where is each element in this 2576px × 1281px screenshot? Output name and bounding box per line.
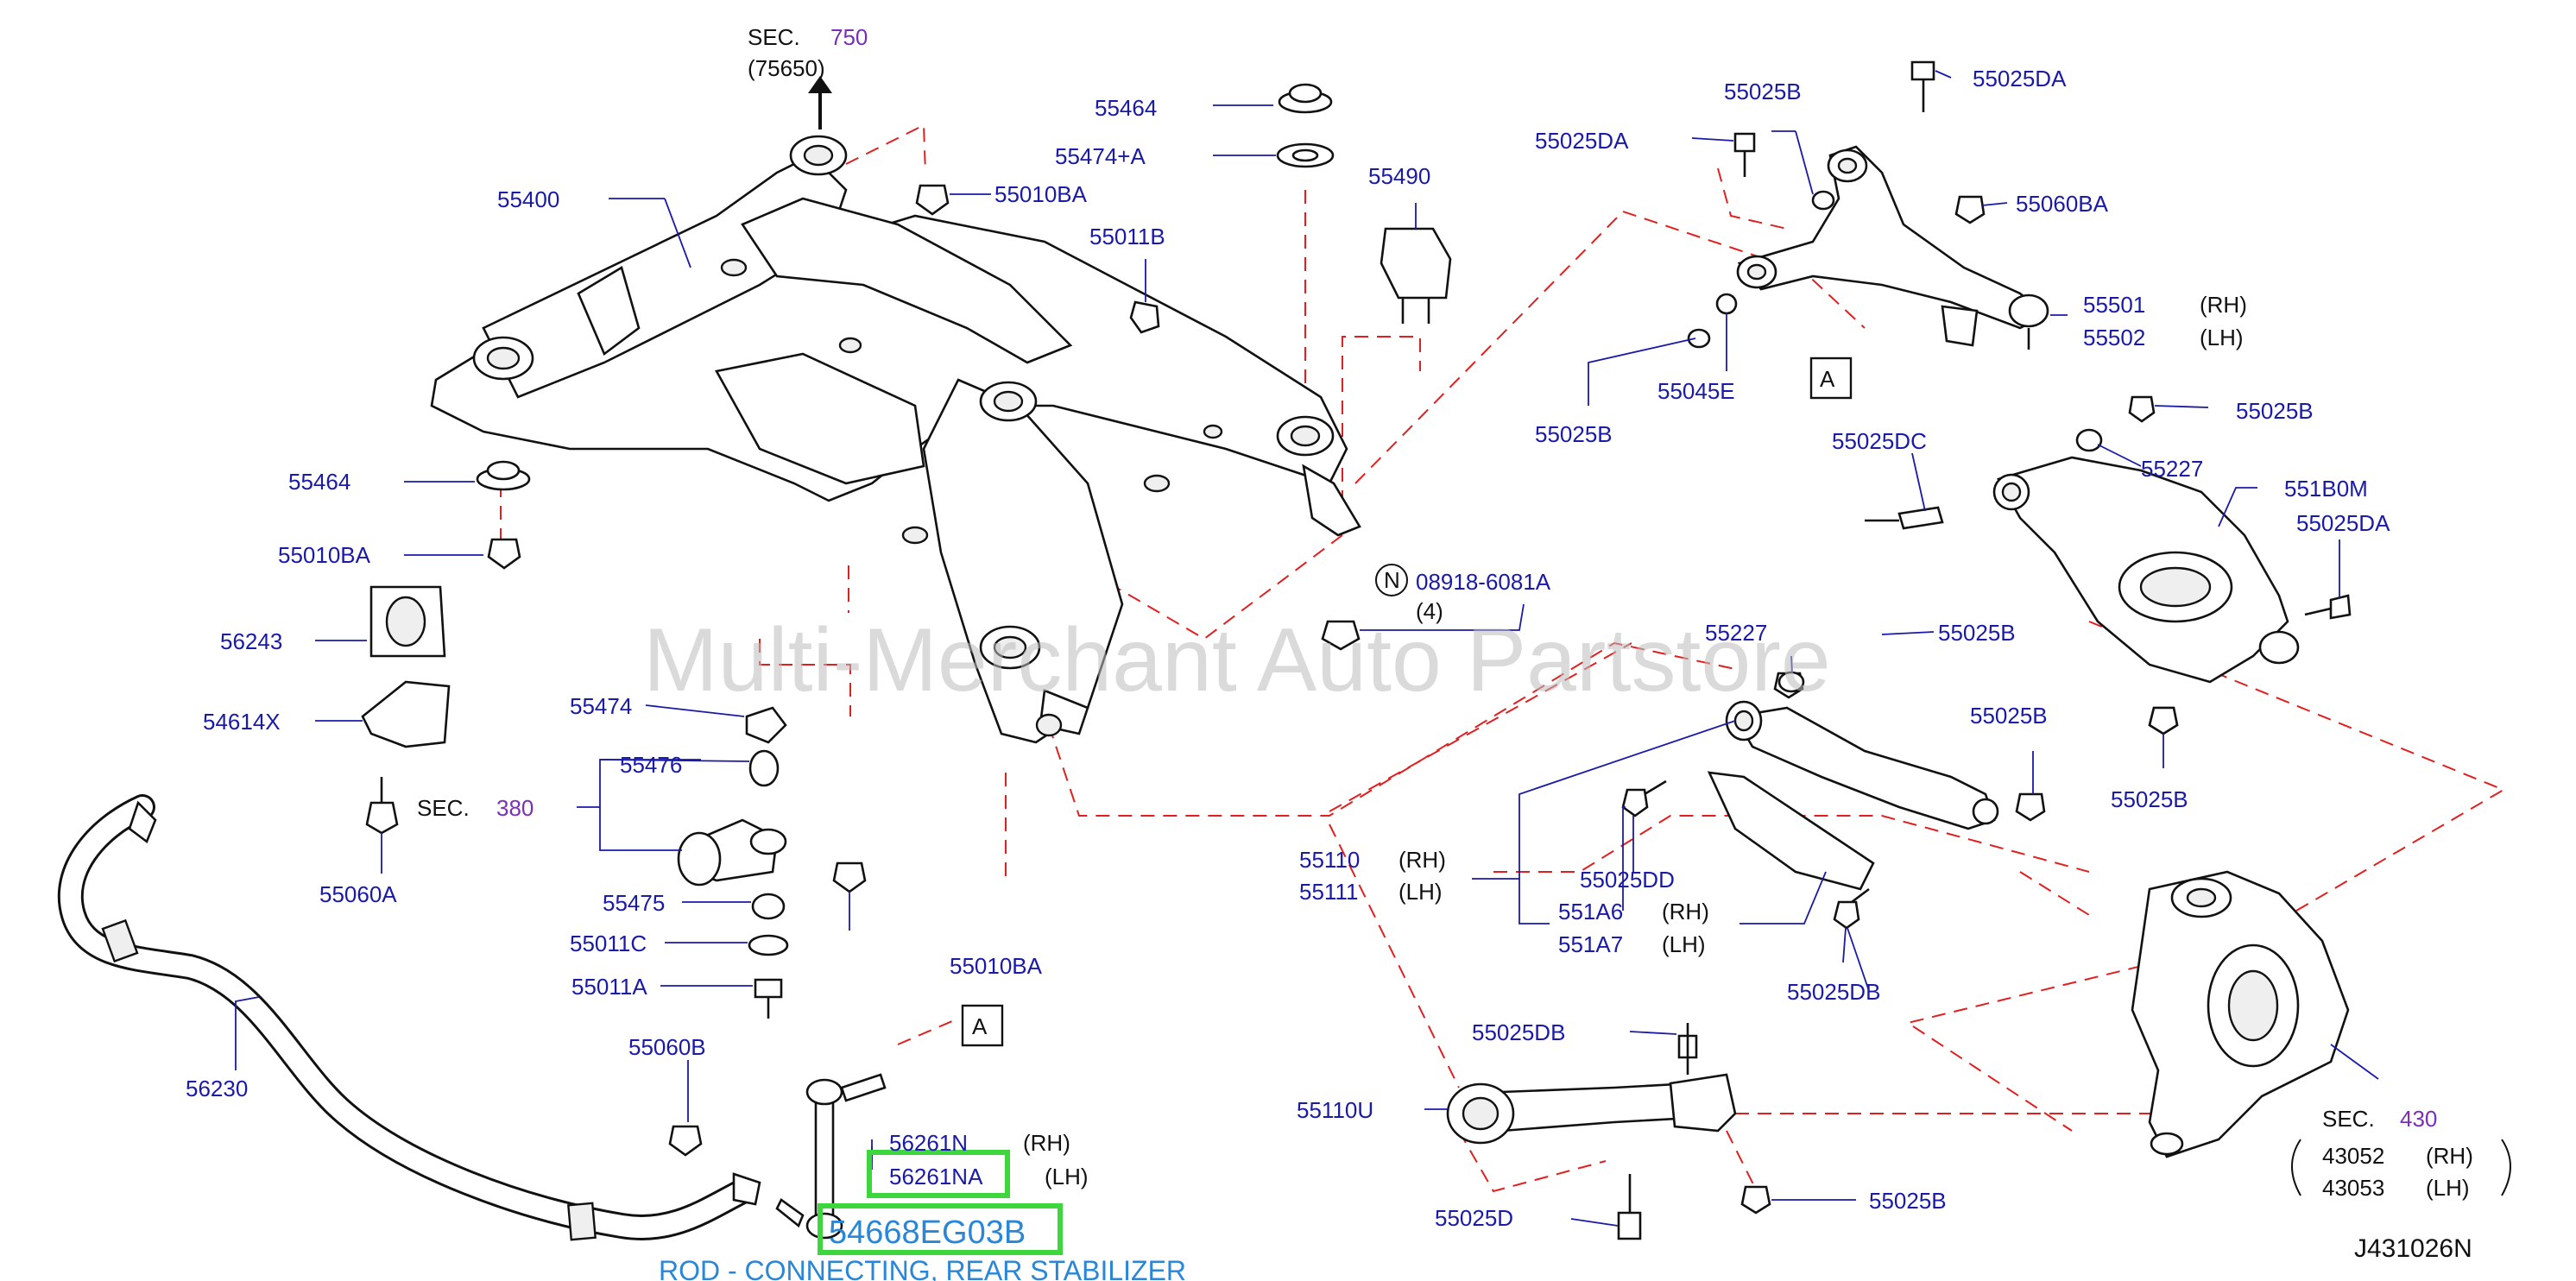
part-55025da-right[interactable]: 55025DA — [2296, 510, 2390, 536]
part-55025b-upper1[interactable]: 55025B — [1724, 79, 1802, 104]
part-55011a[interactable]: 55011A — [571, 974, 647, 1000]
highlight-box-54668eg03b[interactable] — [818, 1203, 1063, 1255]
part-55010ba-left[interactable]: 55010BA — [278, 542, 371, 568]
lower-link-55110 — [1621, 671, 2179, 930]
part-56261na[interactable]: 56261NA — [889, 1164, 983, 1190]
side-rh-551a6: (RH) — [1662, 899, 1709, 924]
part-55025b-bottom[interactable]: 55025B — [1869, 1188, 1947, 1214]
part-56243[interactable]: 56243 — [220, 628, 282, 654]
upper-link — [1687, 60, 2049, 350]
part-43053[interactable]: 43053 — [2322, 1175, 2384, 1201]
highlight-box-56261na — [867, 1150, 1010, 1198]
callout-box-a-right — [1809, 357, 1853, 400]
part-55011b[interactable]: 55011B — [1089, 224, 1165, 249]
part-55025dd[interactable]: 55025DD — [1580, 867, 1675, 893]
callout-box-a-left — [961, 1004, 1004, 1047]
bracket-left — [2291, 1139, 2301, 1196]
part-54668eg03b[interactable]: 54668EG03B — [829, 1215, 1026, 1251]
part-55025da-left[interactable]: 55025DA — [1535, 128, 1629, 154]
rear-axle-housing — [2131, 870, 2350, 1158]
part-55060ba[interactable]: 55060BA — [2016, 191, 2109, 217]
side-lh-43053: (LH) — [2426, 1175, 2470, 1201]
part-55060a[interactable]: 55060A — [319, 881, 397, 907]
part-55010ba-bottom[interactable]: 55010BA — [950, 953, 1043, 979]
part-55111[interactable]: 55111 — [1299, 879, 1358, 905]
part-55501[interactable]: 55501 — [2083, 292, 2145, 318]
part-55025b-mid1[interactable]: 55025B — [1938, 620, 2016, 646]
side-rh-55501: (RH) — [2200, 292, 2247, 318]
side-rh-56261n: (RH) — [1023, 1130, 1070, 1156]
part-55502[interactable]: 55502 — [2083, 325, 2145, 350]
part-56261n[interactable]: 56261N — [889, 1130, 968, 1156]
part-55227-upper[interactable]: 55227 — [2141, 456, 2203, 482]
side-rh-55110: (RH) — [1398, 847, 1446, 873]
part-55464-left[interactable]: 55464 — [288, 469, 350, 495]
part-labels: SEC. 750 (75650) 55400 55464 55474+A 550… — [186, 24, 2473, 1281]
part-55025b-mid2[interactable]: 55025B — [1970, 703, 2048, 729]
part-55025da-upper[interactable]: 55025DA — [1973, 66, 2067, 92]
small-parts — [361, 76, 1452, 1157]
part-55227-lower[interactable]: 55227 — [1705, 620, 1767, 646]
connecting-rod-54668EG03B — [775, 1073, 887, 1240]
stabilizer-bar — [57, 794, 761, 1241]
leader-lines — [235, 70, 2379, 1227]
note-symbol: N — [1384, 567, 1400, 593]
part-55475[interactable]: 55475 — [603, 890, 665, 916]
part-551a6[interactable]: 551A6 — [1558, 899, 1623, 924]
lower-link-551B0M — [1865, 395, 2352, 735]
bracket-right — [2501, 1139, 2511, 1196]
part-55025dc[interactable]: 55025DC — [1832, 428, 1927, 454]
part-551b0m[interactable]: 551B0M — [2284, 476, 2368, 502]
adjustable-link-55110U — [1446, 1023, 1771, 1240]
watermark: Multi-Merchant Auto Partstore — [643, 610, 1831, 710]
part-55010ba-top[interactable]: 55010BA — [994, 181, 1088, 207]
note-qty: (4) — [1416, 598, 1443, 624]
part-43052[interactable]: 43052 — [2322, 1143, 2384, 1169]
part-55025d[interactable]: 55025D — [1435, 1205, 1513, 1231]
part-55060b[interactable]: 55060B — [628, 1034, 706, 1060]
part-56230[interactable]: 56230 — [186, 1076, 248, 1101]
sec-750-sub: (75650) — [748, 55, 825, 81]
part-55025db-right[interactable]: 55025DB — [1787, 979, 1880, 1005]
part-55025b-upper2[interactable]: 55025B — [1535, 421, 1613, 447]
sec-label-380: SEC. — [417, 795, 470, 821]
part-55110u[interactable]: 55110U — [1297, 1097, 1373, 1123]
callout-a-left: A — [972, 1013, 988, 1039]
side-lh-55502: (LH) — [2200, 325, 2244, 350]
sec-750[interactable]: 750 — [830, 24, 868, 50]
part-55110[interactable]: 55110 — [1299, 847, 1360, 873]
part-55474a[interactable]: 55474+A — [1055, 143, 1146, 169]
side-lh-551a7: (LH) — [1662, 931, 1706, 957]
sec-380[interactable]: 380 — [496, 795, 534, 821]
note-symbol-circle — [1375, 564, 1408, 596]
part-55476[interactable]: 55476 — [620, 752, 682, 778]
part-551a7[interactable]: 551A7 — [1558, 931, 1623, 957]
sec-label-430: SEC. — [2322, 1106, 2375, 1132]
part-55490[interactable]: 55490 — [1368, 163, 1430, 189]
sec-430[interactable]: 430 — [2400, 1106, 2437, 1132]
diagram-code: J431026N — [2354, 1234, 2472, 1263]
side-lh-56261na: (LH) — [1045, 1164, 1089, 1190]
part-55464-top[interactable]: 55464 — [1095, 95, 1157, 121]
caption-rod[interactable]: ROD - CONNECTING, REAR STABILIZER — [659, 1255, 1186, 1281]
part-55045e[interactable]: 55045E — [1657, 378, 1735, 404]
part-54614x[interactable]: 54614X — [203, 709, 281, 735]
part-55400[interactable]: 55400 — [497, 186, 559, 212]
part-55011c[interactable]: 55011C — [570, 931, 647, 956]
callout-a-right: A — [1820, 366, 1835, 392]
part-55025db-left[interactable]: 55025DB — [1472, 1019, 1565, 1045]
part-08918-6081a[interactable]: 08918-6081A — [1416, 569, 1551, 595]
assembly-guide-lines — [500, 123, 2506, 1201]
sec-label-750: SEC. — [748, 24, 800, 50]
part-55025b-mid3[interactable]: 55025B — [2111, 786, 2188, 812]
part-55474[interactable]: 55474 — [570, 693, 632, 719]
rear-suspension-member — [430, 135, 1361, 744]
side-rh-43052: (RH) — [2426, 1143, 2473, 1169]
side-lh-55111: (LH) — [1398, 879, 1443, 905]
part-55025b-lower1[interactable]: 55025B — [2236, 398, 2314, 424]
